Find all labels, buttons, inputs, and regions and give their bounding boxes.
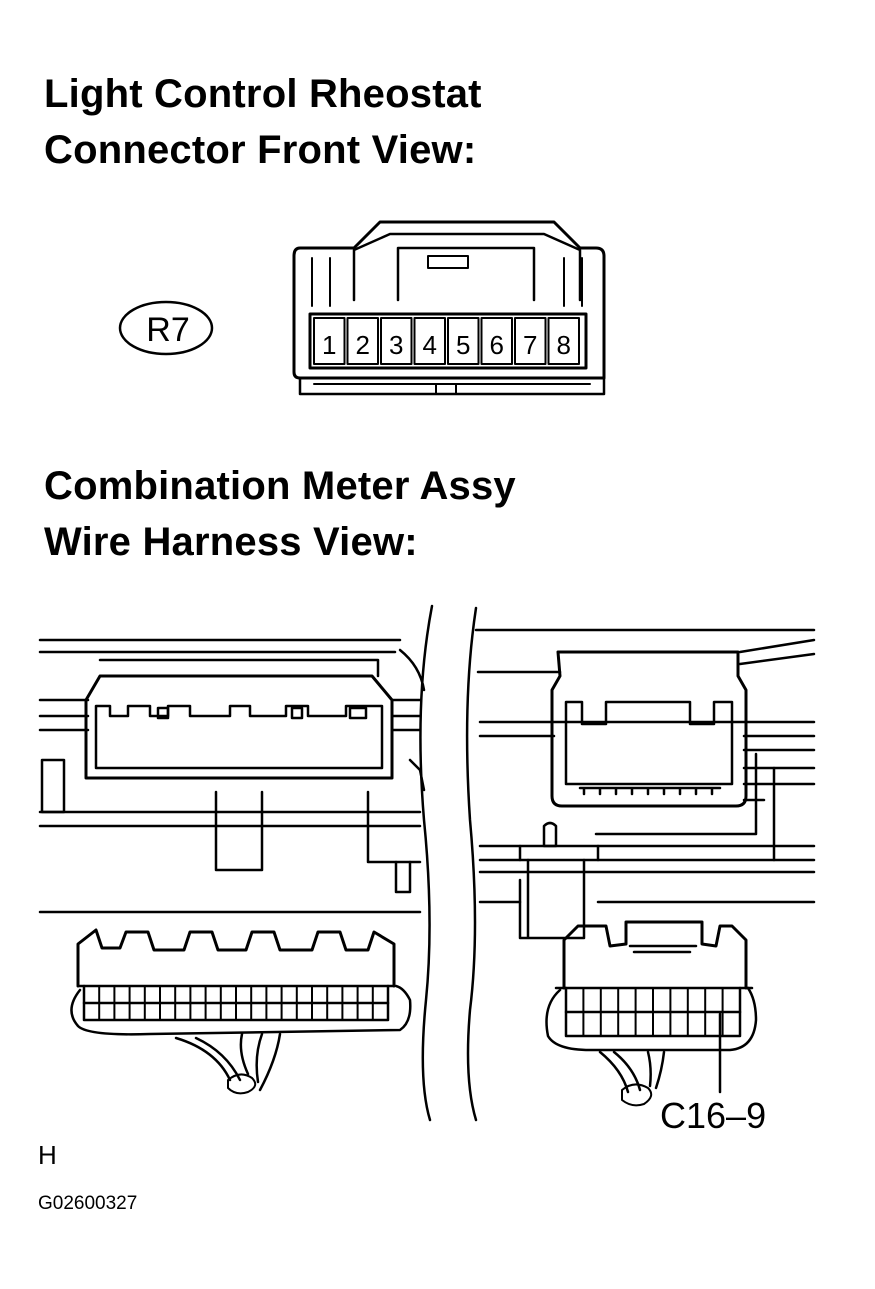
r7-pin-cavity — [346, 317, 379, 365]
heading-line-2: Connector Front View: — [44, 128, 477, 172]
callout-c16-9: C16–9 — [660, 1095, 766, 1136]
r7-pin-cavity — [447, 317, 480, 365]
heading-line-2: Wire Harness View: — [44, 520, 418, 564]
r7-pin-number: 1 — [322, 330, 336, 360]
r7-pin-cavity — [313, 317, 346, 365]
figure-code: G02600327 — [38, 1193, 138, 1214]
r7-pin-number: 7 — [523, 330, 537, 360]
r7-pin-number: 6 — [490, 330, 504, 360]
r7-pin-number: 3 — [389, 330, 403, 360]
heading-line-1: Combination Meter Assy — [44, 464, 516, 508]
harness-connector-right-grid — [582, 987, 724, 1037]
corner-mark: H — [38, 1140, 57, 1170]
r7-pin-number: 4 — [423, 330, 437, 360]
r7-pin-cavity — [380, 317, 413, 365]
r7-badge-label: R7 — [146, 311, 189, 349]
r7-pin-cavity — [480, 317, 513, 365]
r7-pin-cavity — [413, 317, 446, 365]
heading-rheostat-connector: Light Control Rheostat Connector Front V… — [44, 66, 482, 178]
r7-pin-number: 5 — [456, 330, 470, 360]
r7-badge: R7 — [118, 300, 214, 356]
heading-line-1: Light Control Rheostat — [44, 72, 482, 116]
r7-pin-cavity — [514, 317, 547, 365]
meter-harness-scene — [38, 604, 816, 1122]
r7-pin-number: 2 — [356, 330, 370, 360]
harness-connector-left-grid — [98, 985, 374, 1021]
r7-pin-number: 8 — [557, 330, 571, 360]
r7-pin-cavity — [547, 317, 580, 365]
heading-meter-harness: Combination Meter Assy Wire Harness View… — [44, 458, 516, 570]
